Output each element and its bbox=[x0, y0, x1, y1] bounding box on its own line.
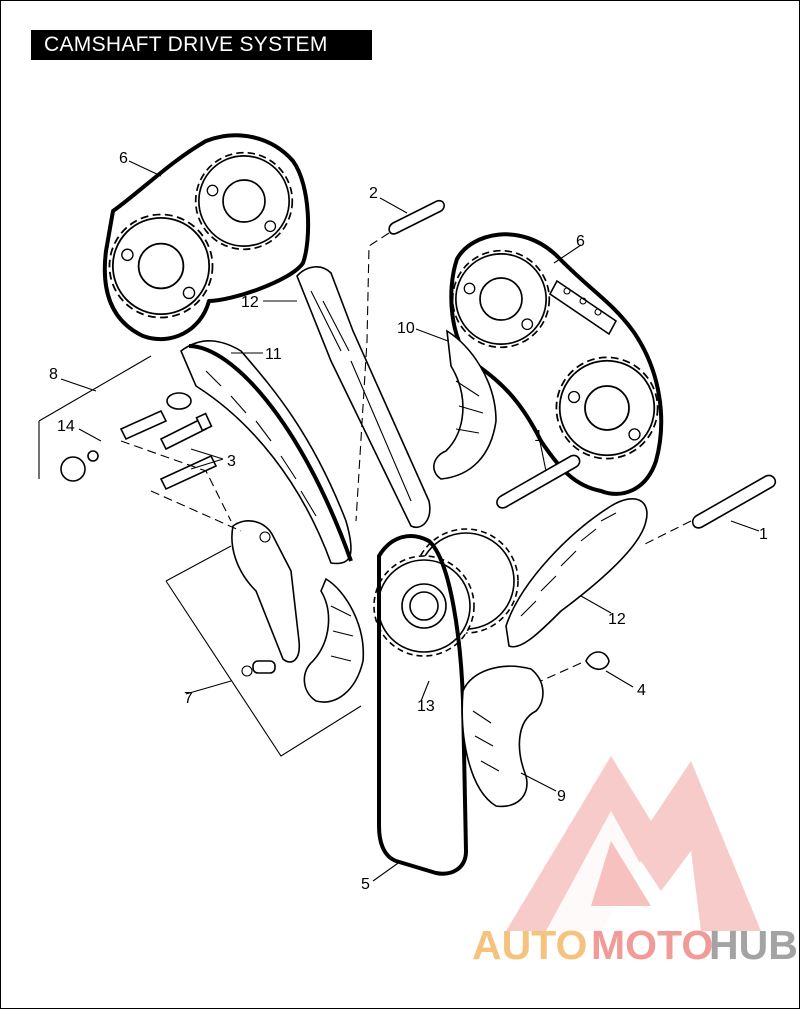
bolt-3-upper bbox=[159, 412, 213, 451]
callout-6-right: 6 bbox=[576, 233, 585, 250]
callout-8: 8 bbox=[49, 366, 58, 383]
leader-line bbox=[128, 160, 162, 177]
diagram-title: CAMSHAFT DRIVE SYSTEM bbox=[31, 30, 372, 60]
dowel-pin-2 bbox=[388, 199, 446, 235]
leader-line bbox=[185, 680, 232, 695]
leader-line bbox=[538, 436, 547, 472]
bolt-3-lower bbox=[159, 454, 218, 491]
callout-12-upper: 12 bbox=[241, 294, 259, 311]
crankshaft-sprocket bbox=[373, 528, 519, 657]
guide-rail-short bbox=[433, 329, 497, 480]
leader-line bbox=[605, 670, 634, 688]
bracket-line bbox=[38, 355, 152, 479]
callout-3: 3 bbox=[227, 453, 236, 470]
callout-1-center: 1 bbox=[534, 428, 543, 445]
guide-assembly-lower bbox=[231, 520, 365, 703]
drive-chain-primary bbox=[377, 534, 468, 876]
guide-rail-long bbox=[180, 340, 353, 565]
callout-13: 13 bbox=[417, 698, 435, 715]
tensioner-arm-lower bbox=[505, 497, 648, 648]
assembly-line bbox=[640, 520, 692, 547]
callout-2: 2 bbox=[369, 185, 378, 202]
watermark-text-hub: HUB bbox=[709, 922, 798, 968]
assembly-line bbox=[540, 662, 582, 682]
tensioner-shoe bbox=[461, 665, 544, 808]
leader-line bbox=[415, 328, 449, 342]
callout-4: 4 bbox=[637, 682, 646, 699]
plug-14 bbox=[60, 450, 99, 482]
leader-line bbox=[553, 244, 582, 264]
bolt-4 bbox=[585, 651, 610, 671]
leader-line bbox=[60, 378, 97, 392]
leader-line bbox=[372, 860, 402, 882]
callout-10: 10 bbox=[397, 320, 415, 337]
left-cam-sprocket-set bbox=[102, 133, 311, 342]
leader-line bbox=[190, 448, 224, 470]
leader-line bbox=[420, 680, 430, 702]
bracket-line bbox=[165, 545, 362, 757]
assembly-line bbox=[355, 232, 390, 522]
assembly-line bbox=[150, 490, 242, 532]
leader-line bbox=[580, 595, 612, 614]
watermark-text-auto: AUTO bbox=[472, 922, 587, 968]
dowel-pin-1-center bbox=[496, 454, 581, 509]
callout-14: 14 bbox=[57, 418, 75, 435]
leader-line bbox=[379, 197, 408, 214]
callout-9: 9 bbox=[557, 788, 566, 805]
callout-7: 7 bbox=[184, 690, 193, 707]
leader-line bbox=[78, 428, 102, 442]
watermark-logo bbox=[506, 756, 761, 931]
assembly-line bbox=[120, 440, 232, 522]
dowel-pin-1-right bbox=[691, 474, 777, 529]
leader-line bbox=[520, 772, 557, 792]
callout-11: 11 bbox=[265, 346, 282, 363]
watermark-text-moto: MOTO bbox=[591, 922, 713, 968]
plunger-8 bbox=[119, 392, 192, 441]
leader-line bbox=[730, 520, 760, 532]
callout-1-right: 1 bbox=[759, 526, 768, 543]
callout-12-lower: 12 bbox=[608, 611, 626, 628]
callout-5: 5 bbox=[361, 876, 370, 893]
callout-6-left: 6 bbox=[119, 150, 128, 167]
